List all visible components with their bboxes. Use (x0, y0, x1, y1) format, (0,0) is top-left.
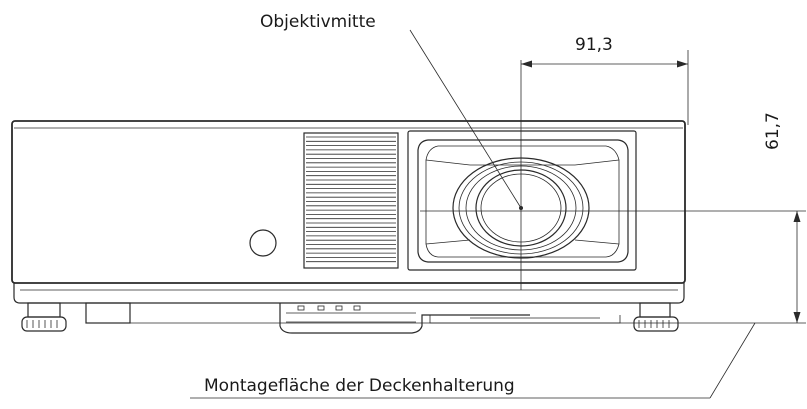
lens-center-crosshair (420, 60, 806, 290)
lens-housing (407, 130, 637, 271)
mount-surface-label: Montagefläche der Deckenhalterung (204, 376, 515, 396)
lens-center-label: Objektivmitte (260, 12, 376, 32)
horizontal-dimension (521, 50, 689, 125)
ventilation-grille (303, 132, 399, 269)
projector-underside (21, 302, 679, 334)
vertical-dimension (793, 211, 801, 323)
horizontal-offset-label: 91,3 (575, 35, 613, 55)
projector-body (11, 120, 686, 304)
lens-center-leader (409, 29, 523, 210)
round-button-icon (249, 229, 277, 257)
mount-surface-line (130, 322, 806, 399)
vertical-offset-label: 61,7 (763, 112, 783, 150)
